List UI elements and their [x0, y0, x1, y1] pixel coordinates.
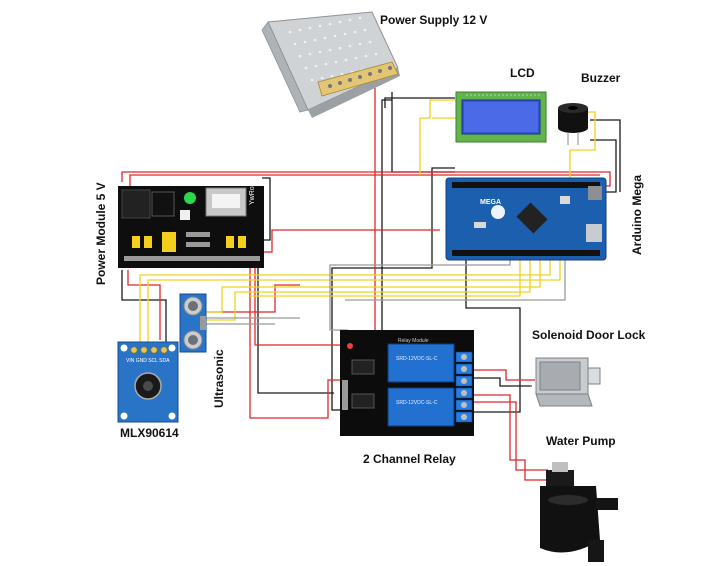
mlx90614-sensor: VIN GND SCL SDA — [117, 341, 179, 423]
relay-1 — [387, 343, 455, 383]
relay-2-spec: SRD-12VDC-SL-C — [396, 400, 438, 406]
switch-button — [180, 210, 190, 220]
relay-brand: Relay Module — [398, 338, 429, 344]
black-wires — [121, 92, 621, 413]
power-supply-12v — [261, 11, 400, 118]
label-water-pump: Water Pump — [546, 434, 616, 448]
relay-module: Relay Module SRD-12VDC-SL-C SRD-12VDC-SL… — [340, 330, 474, 436]
red-wires — [121, 88, 611, 481]
bottom-header — [452, 250, 600, 256]
labels: Power Supply 12 V LCD Buzzer Arduino Meg… — [94, 13, 646, 466]
power-jack — [586, 224, 602, 242]
ywrobot-brand: YwRobot — [249, 177, 256, 205]
barrel-connector — [151, 191, 175, 217]
terminal-screws — [328, 66, 392, 88]
optocoupler-2 — [351, 393, 375, 409]
label-power-module: Power Module 5 V — [94, 182, 108, 285]
label-relay: 2 Channel Relay — [363, 452, 456, 466]
relay-1-spec: SRD-12VDC-SL-C — [396, 356, 438, 362]
label-lcd: LCD — [510, 66, 535, 80]
usb-port — [588, 186, 602, 200]
jumpers — [132, 232, 246, 252]
relay-input-pins — [342, 380, 348, 410]
buzzer — [558, 103, 588, 145]
lcd-module — [455, 91, 547, 143]
arduino-brand: MEGA — [480, 199, 501, 206]
header-pins — [124, 232, 260, 261]
gray-wires — [187, 258, 566, 331]
power-module-5v: YwRobot — [118, 177, 264, 268]
power-supply-vent-pattern — [288, 16, 378, 82]
optocoupler-1 — [351, 359, 375, 375]
terminal-screw-heads — [461, 354, 467, 420]
relay-2 — [387, 387, 455, 427]
yellow-wires — [139, 99, 596, 345]
label-arduino-mega: Arduino Mega — [630, 175, 644, 255]
label-mlx90614: MLX90614 — [120, 426, 179, 440]
arduino-mega-board: MEGA — [445, 177, 607, 261]
power-led — [184, 192, 196, 204]
mlx-pin-labels: VIN GND SCL SDA — [126, 358, 170, 364]
label-ultrasonic: Ultrasonic — [212, 349, 226, 408]
top-header — [452, 182, 600, 188]
label-buzzer: Buzzer — [581, 71, 621, 85]
label-power-supply: Power Supply 12 V — [380, 13, 487, 27]
mcu-chip — [516, 202, 548, 234]
arduino-logo — [491, 205, 505, 219]
ultrasonic-sensor — [179, 293, 207, 353]
water-pump — [540, 462, 618, 562]
label-solenoid: Solenoid Door Lock — [532, 328, 646, 342]
terminal-block — [317, 61, 399, 97]
mlx-pins — [130, 346, 168, 354]
solenoid-door-lock — [514, 357, 601, 407]
wires — [121, 88, 621, 481]
dc-jack — [121, 189, 151, 219]
